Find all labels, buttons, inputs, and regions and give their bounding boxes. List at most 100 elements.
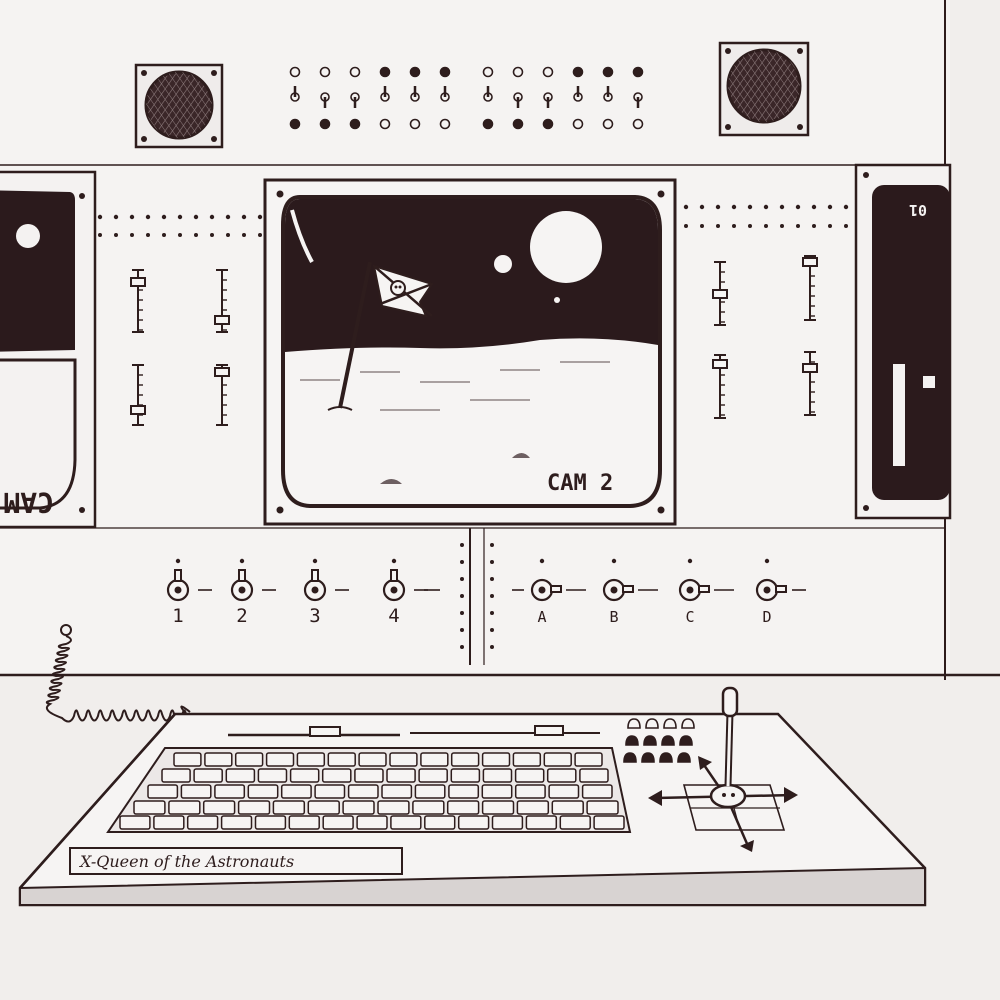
selector-knob-b[interactable]: B [602,558,634,626]
keyboard-key[interactable] [342,800,375,815]
console-button[interactable] [659,752,673,763]
toggle-switch[interactable] [483,86,493,102]
keyboard-key[interactable] [418,768,448,783]
keyboard-key[interactable] [386,768,416,783]
console-button[interactable] [627,718,641,729]
keyboard-key[interactable] [516,800,550,815]
keyboard-key[interactable] [168,800,201,815]
keyboard-key[interactable] [254,815,287,830]
toggle-switch[interactable] [603,86,613,102]
keyboard-key[interactable] [593,815,625,830]
vertical-slider[interactable] [130,269,146,333]
keyboard-key[interactable] [579,768,609,783]
keyboard-key[interactable] [173,752,202,767]
keyboard-key[interactable] [161,768,191,783]
keyboard-key[interactable] [202,800,236,815]
selector-knob-2[interactable]: 2 [230,558,254,627]
keyboard-key[interactable] [525,815,558,830]
keyboard-key[interactable] [247,784,279,799]
keyboard-key[interactable] [548,784,580,799]
keyboard-key[interactable] [354,768,384,783]
vertical-slider[interactable] [802,351,818,416]
vertical-slider[interactable] [712,261,728,326]
keyboard-key[interactable] [481,752,511,767]
console-slider-left[interactable] [309,726,341,737]
keyboard-key[interactable] [358,752,387,767]
toggle-switch[interactable] [633,92,643,108]
keyboard-key[interactable] [514,768,545,783]
keyboard-key[interactable] [420,752,449,767]
vertical-slider[interactable] [214,364,230,426]
keyboard-key[interactable] [559,815,591,830]
joystick-icon[interactable] [648,686,798,852]
keyboard-key[interactable] [414,784,446,799]
keyboard-key[interactable] [237,800,271,815]
keyboard-key[interactable] [180,784,212,799]
keyboard-key[interactable] [193,768,223,783]
console-button[interactable] [681,718,695,729]
keyboard-key[interactable] [322,815,354,830]
selector-knob-1[interactable]: 1 [166,558,190,627]
toggle-switch[interactable] [350,92,360,108]
console-button[interactable] [641,752,655,763]
keyboard-key[interactable] [574,752,603,767]
console-button[interactable] [645,718,659,729]
keyboard-key[interactable] [214,784,246,799]
toggle-switch[interactable] [380,86,390,102]
keyboard-key[interactable] [147,784,179,799]
selector-knob-4[interactable]: 4 [382,558,406,627]
keyboard-key[interactable] [133,800,166,815]
keyboard-key[interactable] [234,752,264,767]
console-button[interactable] [663,718,677,729]
keyboard-key[interactable] [412,800,445,815]
keyboard-key[interactable] [204,752,233,767]
keyboard-key[interactable] [389,752,418,767]
console-button[interactable] [679,735,693,746]
keyboard-key[interactable] [356,815,388,830]
keyboard-key[interactable] [377,800,410,815]
keyboard-key[interactable] [448,784,480,799]
keyboard-key[interactable] [551,800,584,815]
toggle-switch[interactable] [543,92,553,108]
console-button[interactable] [623,752,637,763]
keyboard-key[interactable] [347,784,379,799]
toggle-switch[interactable] [290,86,300,102]
keyboard-key[interactable] [314,784,346,799]
console-button[interactable] [661,735,675,746]
vertical-slider[interactable] [712,354,728,419]
selector-knob-d[interactable]: D [755,558,787,626]
keyboard-key[interactable] [327,752,356,767]
keyboard-key[interactable] [514,784,546,799]
toggle-switch[interactable] [320,92,330,108]
console-button[interactable] [643,735,657,746]
keyboard-key[interactable] [186,815,219,830]
keyboard-key[interactable] [153,815,185,830]
console-button[interactable] [625,735,639,746]
keyboard-key[interactable] [512,752,542,767]
vertical-slider[interactable] [130,364,146,426]
keyboard-key[interactable] [257,768,288,783]
keyboard-key[interactable] [321,768,352,783]
keyboard-key[interactable] [296,752,326,767]
keyboard-key[interactable] [581,784,613,799]
vertical-slider[interactable] [214,269,230,333]
toggle-switch[interactable] [573,86,583,102]
toggle-switch[interactable] [440,86,450,102]
vertical-slider[interactable] [802,255,818,321]
keyboard-key[interactable] [424,815,456,830]
keyboard-key[interactable] [220,815,253,830]
keyboard-key[interactable] [225,768,256,783]
keyboard-key[interactable] [491,815,524,830]
selector-knob-c[interactable]: C [678,558,710,626]
console-button[interactable] [677,752,691,763]
keyboard-key[interactable] [307,800,340,815]
keyboard-key[interactable] [481,800,515,815]
selector-knob-3[interactable]: 3 [303,558,327,627]
keyboard-key[interactable] [265,752,295,767]
keyboard-key[interactable] [450,752,480,767]
keyboard-key[interactable] [482,768,513,783]
keyboard-key[interactable] [543,752,572,767]
keyboard-key[interactable] [288,815,320,830]
keyboard-key[interactable] [289,768,320,783]
keyboard-key[interactable] [446,800,480,815]
